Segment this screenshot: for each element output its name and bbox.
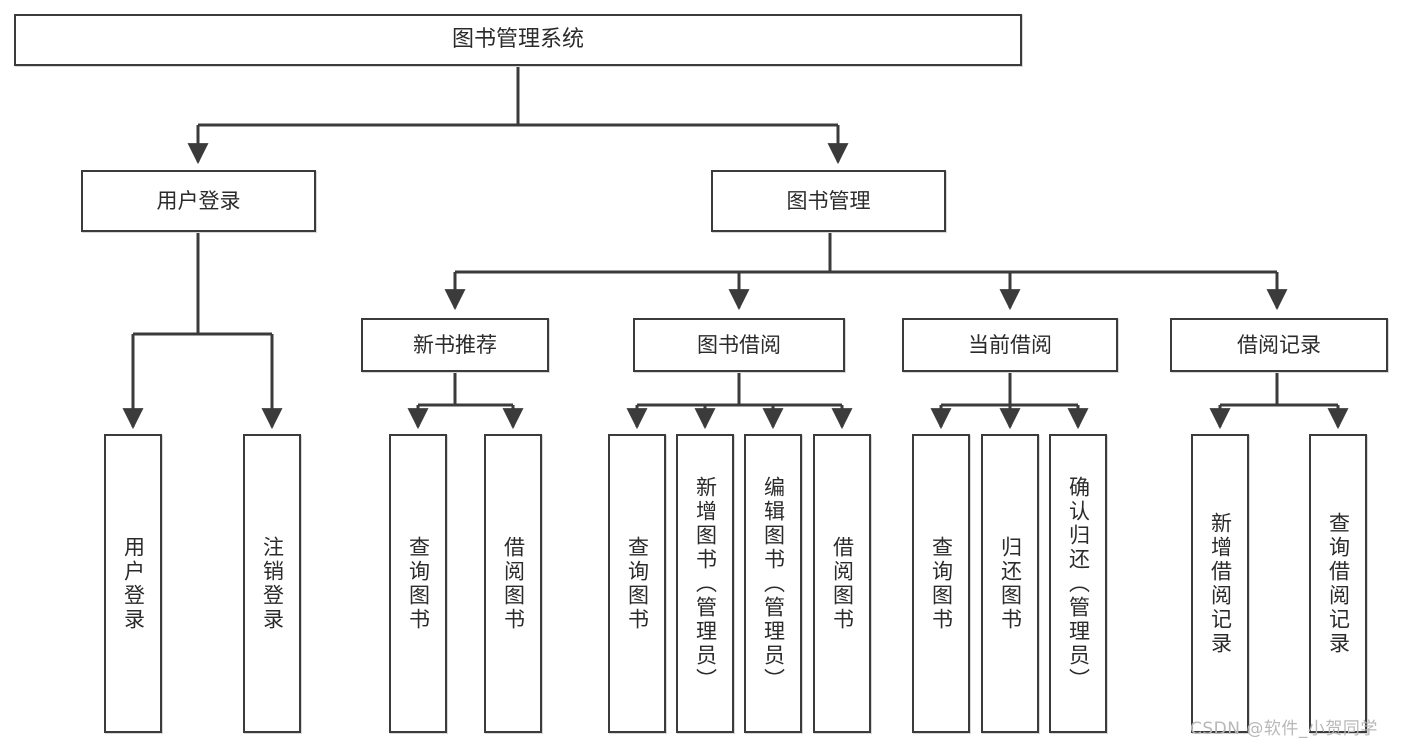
node-user-login-label: 用户登录 bbox=[156, 188, 241, 213]
node-leaf-add-record-label: 新增借阅记录 bbox=[1208, 511, 1233, 656]
node-leaf-borrow-book-2-label: 借阅图书 bbox=[830, 535, 855, 632]
node-leaf-confirm-return-label: 确认归还（管理员） bbox=[1066, 475, 1091, 692]
node-leaf-query-book-3[interactable]: 查询图书 bbox=[912, 434, 970, 733]
node-leaf-query-record-label: 查询借阅记录 bbox=[1326, 511, 1351, 656]
node-leaf-edit-book-label: 编辑图书（管理员） bbox=[761, 475, 786, 692]
node-borrow-record-label: 借阅记录 bbox=[1237, 332, 1321, 357]
node-leaf-return-book[interactable]: 归还图书 bbox=[981, 434, 1039, 733]
node-leaf-edit-book[interactable]: 编辑图书（管理员） bbox=[744, 434, 802, 733]
node-leaf-query-book-3-label: 查询图书 bbox=[929, 535, 954, 632]
node-book-manage-label: 图书管理 bbox=[786, 188, 871, 213]
node-leaf-confirm-return[interactable]: 确认归还（管理员） bbox=[1049, 434, 1107, 733]
watermark: CSDN @软件_小贺同学 bbox=[1190, 719, 1378, 739]
node-root-label: 图书管理系统 bbox=[451, 27, 584, 53]
node-leaf-borrow-book-1-label: 借阅图书 bbox=[501, 535, 526, 632]
node-new-book-recommend-label: 新书推荐 bbox=[413, 332, 497, 357]
node-leaf-query-book-1[interactable]: 查询图书 bbox=[389, 434, 447, 733]
node-book-borrow-label: 图书借阅 bbox=[697, 332, 781, 357]
node-leaf-return-book-label: 归还图书 bbox=[998, 535, 1023, 632]
node-leaf-add-book-label: 新增图书（管理员） bbox=[693, 475, 718, 692]
node-leaf-query-book-2[interactable]: 查询图书 bbox=[608, 434, 666, 733]
node-leaf-logout-label: 注销登录 bbox=[260, 535, 285, 632]
node-leaf-add-book[interactable]: 新增图书（管理员） bbox=[676, 434, 734, 733]
node-borrow-record[interactable]: 借阅记录 bbox=[1170, 318, 1388, 372]
node-leaf-user-login-label: 用户登录 bbox=[121, 535, 146, 632]
node-leaf-logout[interactable]: 注销登录 bbox=[243, 434, 301, 733]
node-leaf-user-login[interactable]: 用户登录 bbox=[104, 434, 162, 733]
node-leaf-borrow-book-2[interactable]: 借阅图书 bbox=[813, 434, 871, 733]
node-leaf-add-record[interactable]: 新增借阅记录 bbox=[1191, 434, 1249, 733]
node-book-borrow[interactable]: 图书借阅 bbox=[633, 318, 845, 372]
node-leaf-query-record[interactable]: 查询借阅记录 bbox=[1309, 434, 1367, 733]
node-leaf-query-book-2-label: 查询图书 bbox=[625, 535, 650, 632]
node-user-login[interactable]: 用户登录 bbox=[81, 170, 316, 232]
node-new-book-recommend[interactable]: 新书推荐 bbox=[361, 318, 549, 372]
node-current-borrow-label: 当前借阅 bbox=[968, 332, 1052, 357]
node-leaf-borrow-book-1[interactable]: 借阅图书 bbox=[484, 434, 542, 733]
node-current-borrow[interactable]: 当前借阅 bbox=[902, 318, 1118, 372]
node-root[interactable]: 图书管理系统 bbox=[14, 14, 1022, 66]
node-book-manage[interactable]: 图书管理 bbox=[711, 170, 946, 232]
node-leaf-query-book-1-label: 查询图书 bbox=[406, 535, 431, 632]
